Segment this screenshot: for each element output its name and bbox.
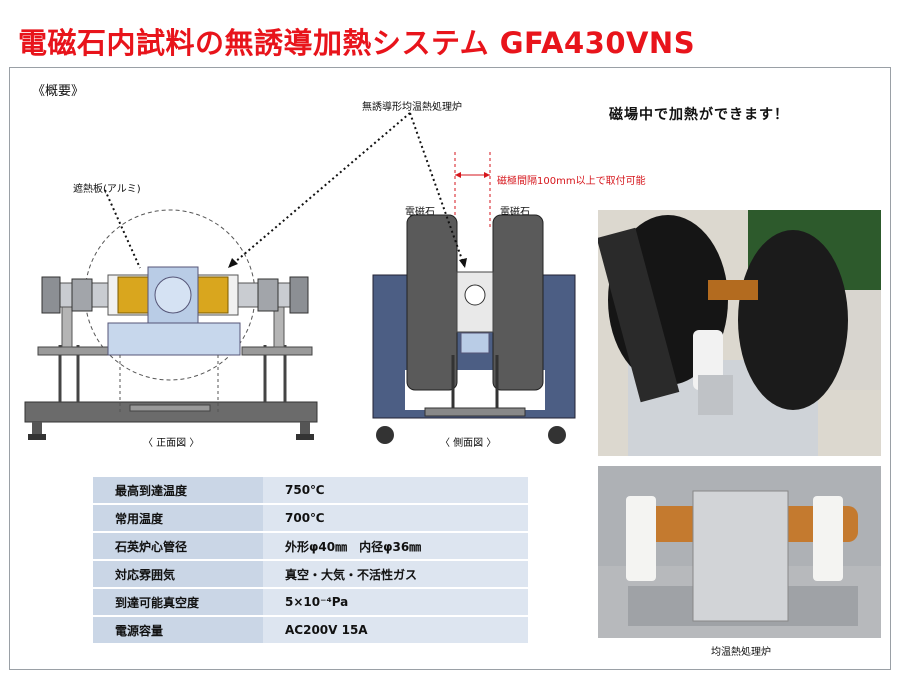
- content-frame: [9, 67, 891, 670]
- side-view-drawing: [372, 152, 576, 444]
- catchphrase: 磁場中で加熱ができます！: [609, 107, 789, 123]
- spec-value: 750℃: [263, 477, 528, 505]
- spec-key: 対応雰囲気: [93, 560, 263, 589]
- furnace-name-label: 無誘導形均温熱処理炉: [362, 102, 462, 113]
- front-view-caption: 〈 正面図 〉: [143, 438, 200, 449]
- magnet-left-label: 電磁石: [405, 207, 435, 218]
- spec-table: 最高到達温度 750℃ 常用温度 700℃ 石英炉心管径 外形φ40㎜ 内径φ3…: [93, 477, 528, 645]
- spec-value: 外形φ40㎜ 内径φ36㎜: [263, 532, 528, 561]
- furnace-photo: [598, 466, 881, 638]
- spec-value: 700℃: [263, 504, 528, 533]
- spec-value: AC200V 15A: [263, 616, 528, 645]
- spec-value: 真空・大気・不活性ガス: [263, 560, 528, 589]
- page-title: 電磁石内試料の無誘導加熱システム GFA430VNS: [18, 26, 696, 60]
- apparatus-photo-magnets: [598, 210, 881, 456]
- spec-row: 電源容量 AC200V 15A: [93, 616, 528, 645]
- spec-row: 最高到達温度 750℃: [93, 477, 528, 505]
- spec-key: 電源容量: [93, 616, 263, 645]
- spec-key: 到達可能真空度: [93, 588, 263, 617]
- front-view-drawing: [24, 209, 318, 440]
- spec-value: 5×10⁻⁴Pa: [263, 588, 528, 617]
- heat-shield-label: 遮熱板(アルミ): [73, 184, 141, 195]
- spec-key: 最高到達温度: [93, 477, 263, 505]
- pole-gap-note: 磁極間隔100mm以上で取付可能: [497, 176, 646, 187]
- spec-key: 常用温度: [93, 504, 263, 533]
- spec-row: 対応雰囲気 真空・大気・不活性ガス: [93, 560, 528, 589]
- spec-row: 到達可能真空度 5×10⁻⁴Pa: [93, 588, 528, 617]
- side-view-caption: 〈 側面図 〉: [440, 438, 497, 449]
- spec-row: 石英炉心管径 外形φ40㎜ 内径φ36㎜: [93, 532, 528, 561]
- magnet-right-label: 電磁石: [500, 207, 530, 218]
- spec-key: 石英炉心管径: [93, 532, 263, 561]
- spec-row: 常用温度 700℃: [93, 504, 528, 533]
- photo-caption: 均温熱処理炉: [711, 647, 771, 658]
- overview-heading: 《概要》: [32, 84, 85, 99]
